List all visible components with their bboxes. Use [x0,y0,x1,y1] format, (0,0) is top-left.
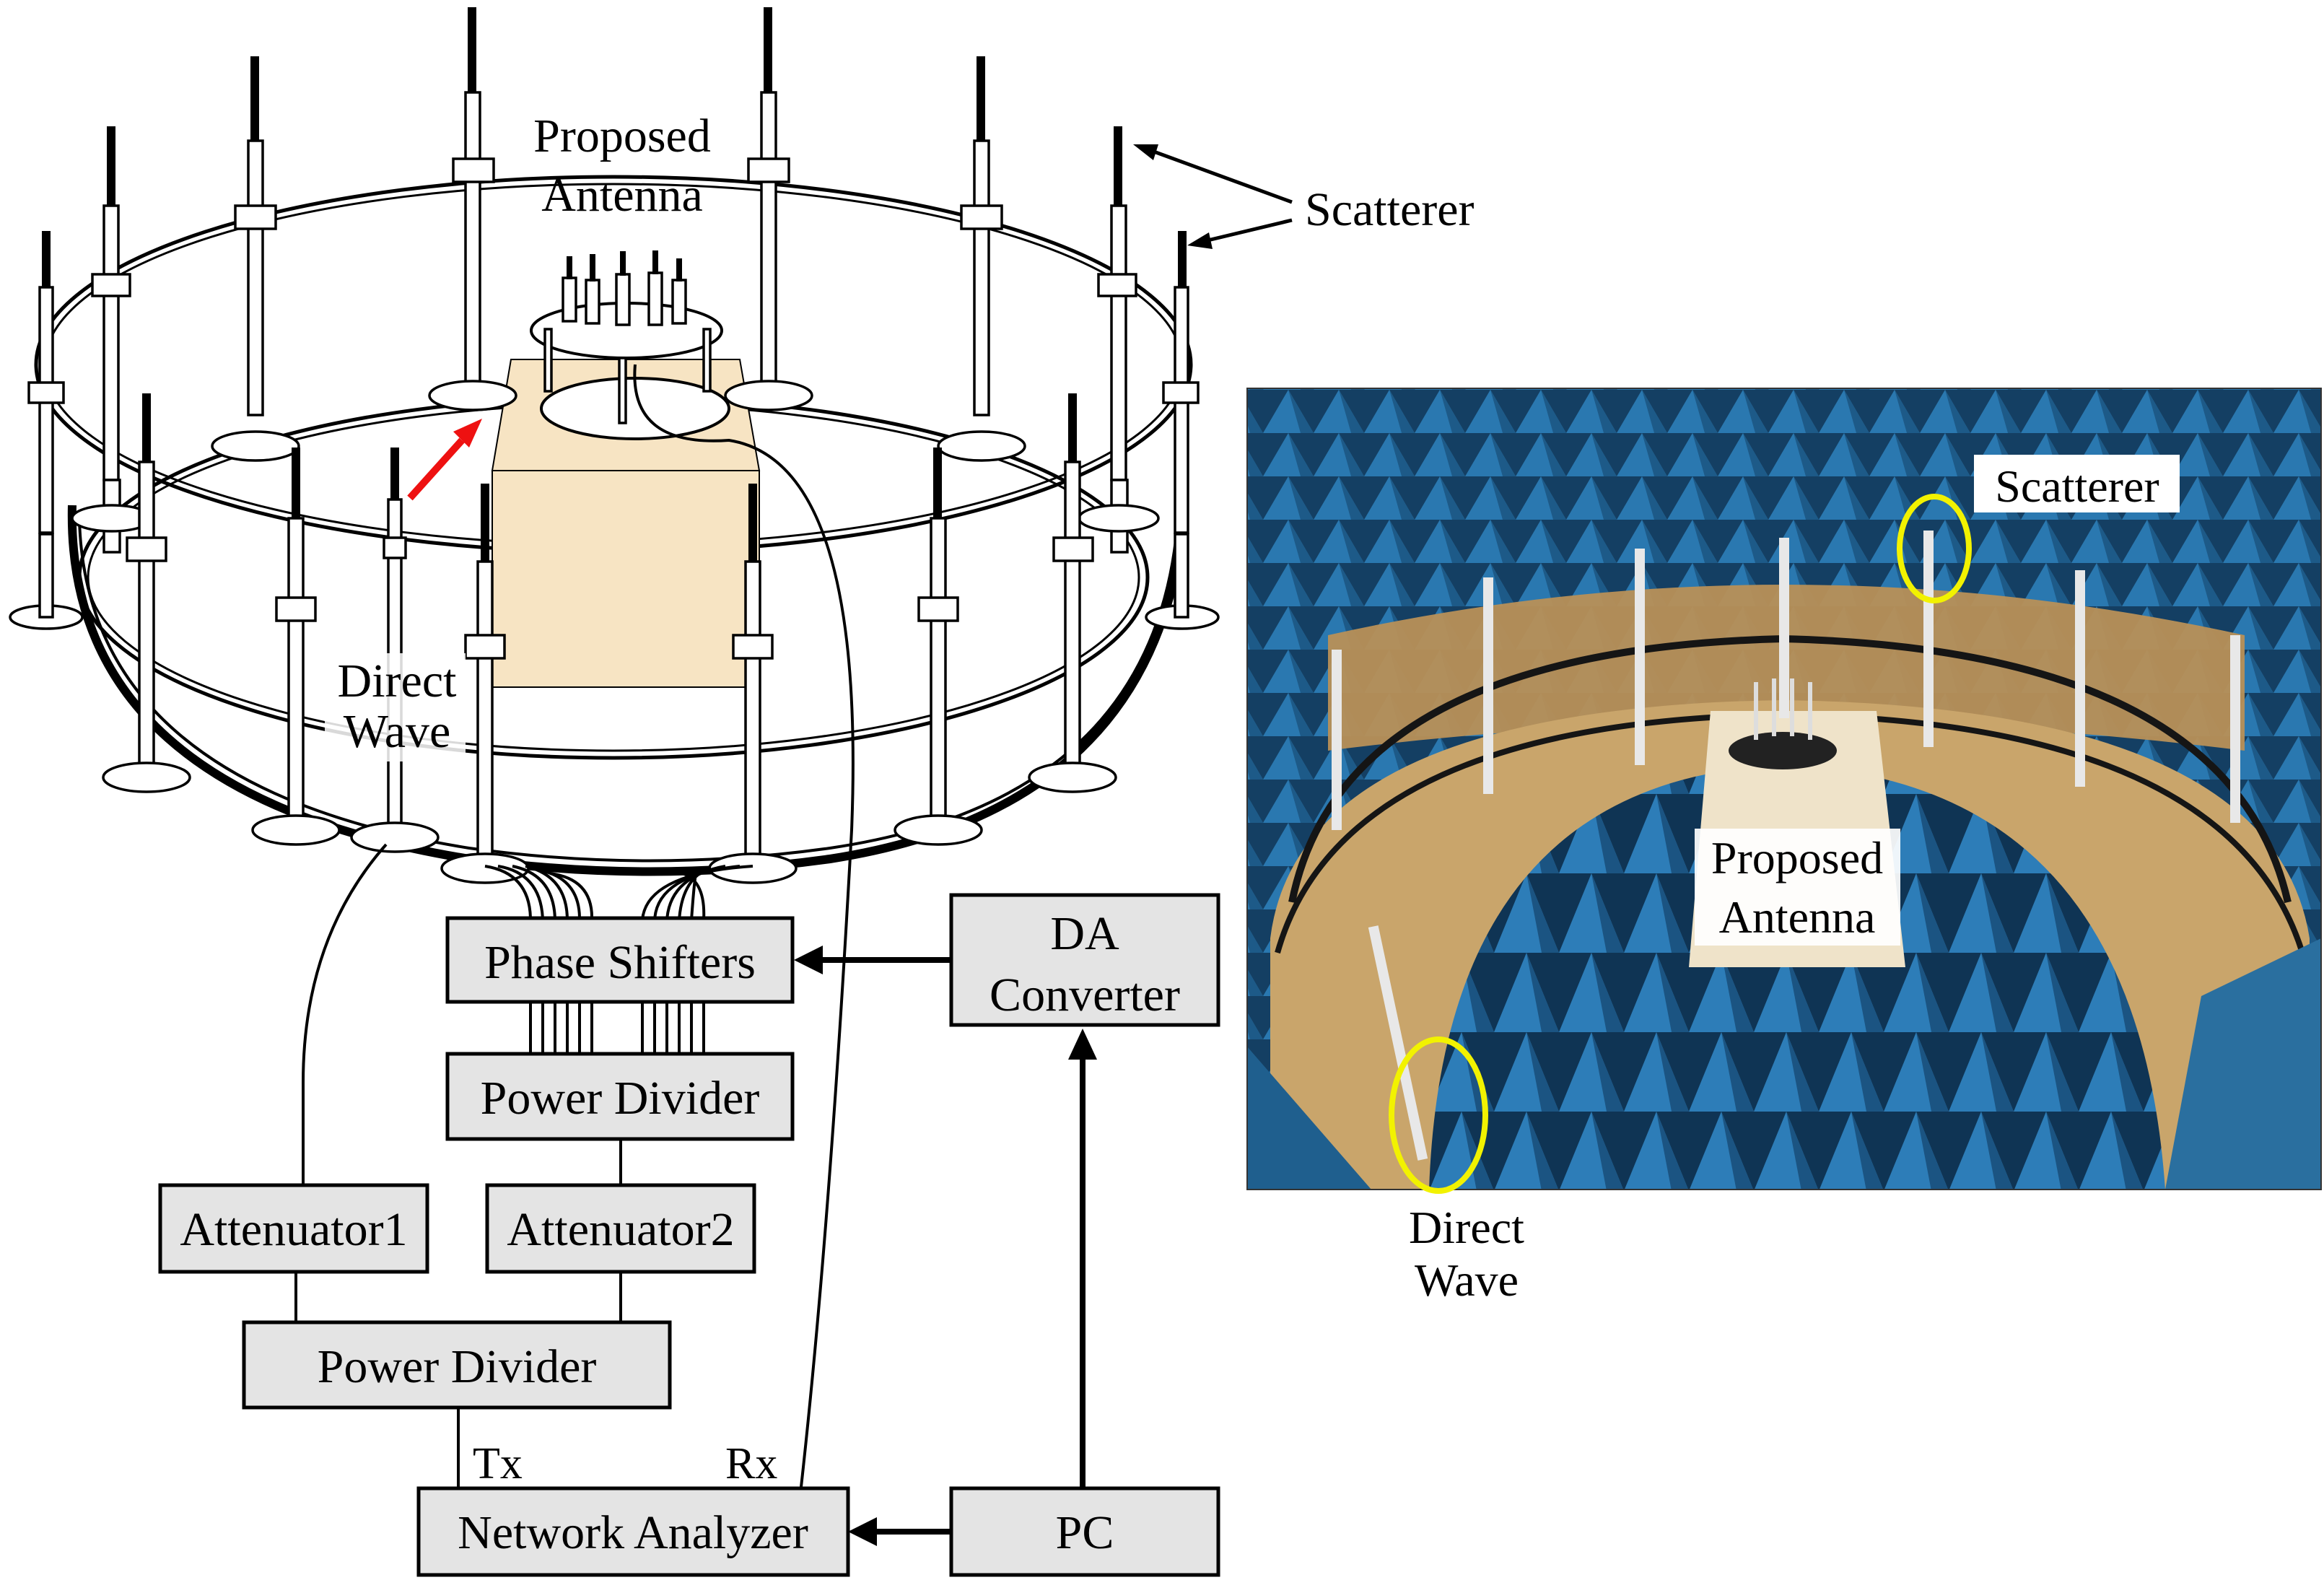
direct-wave-antenna [350,448,440,853]
scatterer-pole [71,126,153,554]
scatterer-pole [1145,231,1220,630]
attenuator1-block: Attenuator1 [158,1183,429,1274]
antenna-rx-cable [633,364,855,1488]
direct-wave-cable [302,843,388,1185]
scatterer-pole [102,393,191,793]
attenuator2-label: Attenuator2 [507,1203,734,1256]
attenuator2-block: Attenuator2 [485,1183,756,1274]
scatterer-pointer-1-head [1133,144,1158,160]
proposed-antenna-label-line1: Proposed [533,110,711,162]
direct-wave-red-arrowhead [453,419,482,448]
direct-wave-label-line1: Direct [338,655,457,707]
scatterer-pole [9,231,84,630]
network-analyzer-block: Network Analyzer [416,1486,850,1577]
phase-shifter-input-cables [484,865,753,921]
block-diagram: Phase Shifters DA Converter Power Divide… [158,843,1220,1577]
scatterer-pointer-2-head [1187,232,1213,249]
scatterer-pole [937,56,1026,462]
direct-wave-label-line2: Wave [344,705,451,758]
antenna-platform-front [492,470,760,688]
pc-block: PC [949,1486,1220,1577]
scatterer-pointer-1 [1143,146,1293,204]
proposed-antenna-photo-label-line1: Proposed [1711,832,1883,883]
direct-wave-label-bg [325,653,466,761]
power-divider-bottom-block: Power Divider [242,1320,672,1410]
antenna-array-illustration: Proposed Antenna Scatterer Direct Wave [9,7,1475,1488]
network-analyzer-label: Network Analyzer [458,1506,808,1559]
scatterer-pole [1078,126,1160,554]
phase-shifter-output-cables [529,1000,705,1055]
scatterer-pole [251,448,341,846]
attenuator1-label: Attenuator1 [180,1203,407,1256]
power-divider-top-label: Power Divider [481,1072,760,1125]
pc-label: PC [1056,1506,1114,1559]
scatterer-pole [894,448,983,846]
photo-scatterer-masts [1332,531,2240,1161]
scatterer-photo-label: Scatterer [1995,461,2159,512]
da-converter-label-line1: DA [1050,907,1119,960]
scatterer-pole [211,56,300,462]
pc-to-da-arrowhead [1068,1029,1097,1060]
scatterer-highlight-circle [1897,494,1972,603]
direct-wave-photo-label-line2: Wave [1415,1254,1519,1306]
photo-foreground-absorbers-right [2165,938,2321,1190]
photo-frame [1246,388,2322,1190]
cable-bundle-ring-2 [78,519,1178,863]
rx-label: Rx [725,1439,777,1488]
da-converter-block: DA Converter [949,893,1220,1027]
direct-wave-photo-label-line1: Direct [1409,1202,1524,1253]
photo-antenna-elements [1754,678,1812,740]
phase-shifters-block: Phase Shifters [445,916,795,1004]
scatterer-label: Scatterer [1305,183,1475,236]
scatterer-pole [724,7,813,411]
power-divider-top-block: Power Divider [445,1052,795,1141]
scatterer-pointer-2 [1201,218,1293,244]
scatterer-pole [1028,393,1117,793]
da-converter-label-line2: Converter [990,969,1180,1021]
phase-shifters-label: Phase Shifters [484,936,756,989]
direct-wave-highlight-circle [1389,1036,1488,1194]
chamber-photo: Scatterer Proposed Antenna Direct Wave [1246,388,2322,1306]
direct-wave-red-arrow [407,437,465,501]
proposed-antenna-elements [543,250,712,424]
scatterer-photo-label-bg [1974,455,2180,512]
proposed-antenna-label-line2: Antenna [541,169,703,222]
photo-foreground-absorbers-left [1247,1047,1371,1190]
proposed-antenna-photo-label-line2: Antenna [1719,891,1876,943]
scatterer-pole [440,484,530,884]
photo-floor-absorbers [1429,765,2165,1190]
proposed-antenna-photo-label-bg [1695,829,1900,946]
scatterer-poles [9,7,1220,884]
power-divider-bottom-label: Power Divider [318,1340,597,1393]
scatterer-pole [708,484,798,884]
tx-label: Tx [473,1439,523,1488]
scatterer-pole [428,7,517,411]
photo-antenna-disk [1729,732,1837,769]
da-to-phase-shifters-arrowhead [794,946,823,974]
pc-to-network-analyzer-arrowhead [848,1517,877,1546]
